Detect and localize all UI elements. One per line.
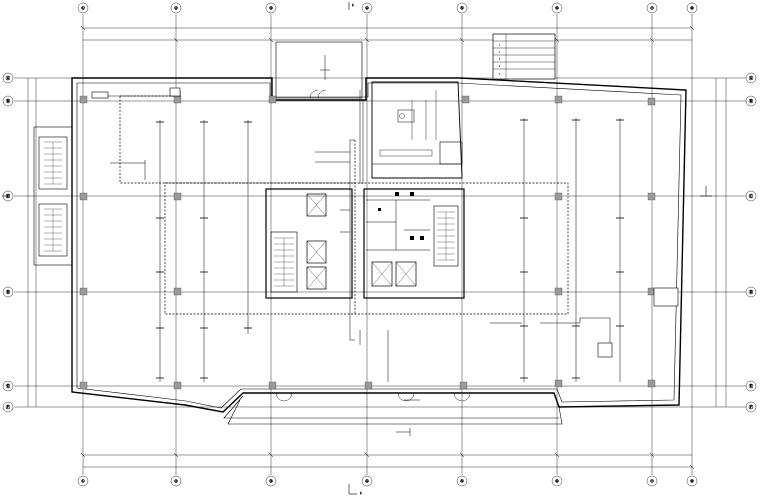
structural-columns bbox=[79, 95, 656, 390]
legend-row: 1 bbox=[499, 43, 501, 47]
legend-row: 4 bbox=[499, 64, 501, 68]
grid-row-label: Ⓔ bbox=[6, 383, 11, 390]
grid-row-label: Ⓑ bbox=[749, 98, 754, 105]
grid-row-label: Ⓕ bbox=[6, 404, 11, 411]
left-exterior-stair bbox=[33, 126, 73, 266]
grid-column-label: ⑧ bbox=[690, 479, 694, 484]
legend-table: 1 2 3 4 5 bbox=[492, 33, 556, 80]
grid-column-8: ⑧ ⑧ bbox=[686, 2, 698, 487]
grid-column-label: ③ bbox=[269, 479, 273, 484]
grid-column-2: ② ② bbox=[170, 2, 182, 487]
legend-number: 1 bbox=[499, 43, 501, 47]
grid-column-label: ③ bbox=[269, 6, 273, 11]
bottom-entrance-doors bbox=[275, 392, 471, 402]
equipment-room bbox=[371, 81, 463, 179]
central-core bbox=[265, 188, 465, 299]
grid-column-label: ⑦ bbox=[650, 479, 654, 484]
grid-column-label: ⑤ bbox=[460, 479, 464, 484]
grid-column-6: ⑥ ⑥ bbox=[551, 2, 563, 487]
grid-column-label: ② bbox=[174, 6, 178, 11]
section-marker-bottom: 1 bbox=[348, 484, 362, 495]
grid-row-label: Ⓐ bbox=[6, 75, 11, 82]
grid-column-label: ④ bbox=[365, 6, 369, 11]
grid-row-label: Ⓕ bbox=[749, 404, 754, 411]
legend-row: 2 bbox=[499, 50, 501, 54]
grid-column-label: ① bbox=[81, 479, 85, 484]
grid-row-label: Ⓓ bbox=[749, 289, 754, 296]
grid-row-f: Ⓕ Ⓕ bbox=[2, 401, 757, 413]
grid-column-4: ④ ④ bbox=[361, 2, 373, 487]
grid-column-1: ① ① bbox=[77, 2, 89, 487]
building-outline bbox=[71, 77, 687, 425]
grid-row-label: Ⓔ bbox=[749, 383, 754, 390]
legend-number: 4 bbox=[499, 64, 501, 68]
grid-column-5: ⑤ ⑤ bbox=[456, 2, 468, 487]
grid-row-d: Ⓓ Ⓓ bbox=[2, 286, 757, 298]
grid-column-label: ⑦ bbox=[650, 6, 654, 11]
section-mark-label: 1 bbox=[360, 491, 362, 495]
grid-row-e: Ⓔ Ⓔ bbox=[2, 380, 757, 392]
row-grid: Ⓐ Ⓐ Ⓑ Ⓑ Ⓒ Ⓒ Ⓓ Ⓓ Ⓔ Ⓔ Ⓕ Ⓕ bbox=[2, 72, 757, 413]
grid-row-b: Ⓑ Ⓑ bbox=[2, 95, 757, 107]
grid-row-c: Ⓒ Ⓒ bbox=[2, 190, 757, 202]
grid-row-label: Ⓑ bbox=[6, 98, 11, 105]
legend-number: 2 bbox=[499, 50, 501, 54]
legend-row: 5 bbox=[499, 72, 501, 76]
column-grid: ① ① ② ② ③ ③ ④ ④ ⑤ ⑤ ⑥ ⑥ ⑦ bbox=[77, 2, 698, 487]
zone-boundaries bbox=[119, 90, 569, 315]
grid-column-label: ② bbox=[174, 479, 178, 484]
grid-column-label: ④ bbox=[365, 479, 369, 484]
section-marker-right bbox=[700, 186, 712, 197]
grid-column-label: ⑥ bbox=[555, 6, 559, 11]
top-entrance-canopy bbox=[275, 41, 363, 99]
legend-row: 3 bbox=[499, 57, 501, 61]
wiring bbox=[95, 55, 678, 436]
grid-column-label: ⑥ bbox=[555, 479, 559, 484]
grid-row-label: Ⓐ bbox=[749, 75, 754, 82]
legend-number: 3 bbox=[499, 57, 501, 61]
grid-column-label: ⑧ bbox=[690, 6, 694, 11]
dimension-lines bbox=[27, 25, 727, 470]
section-marker-top: 1 bbox=[348, 2, 354, 10]
grid-column-label: ⑤ bbox=[460, 6, 464, 11]
distribution-panels bbox=[91, 87, 679, 358]
legend-number: 5 bbox=[499, 72, 501, 76]
grid-row-label: Ⓒ bbox=[749, 193, 754, 200]
grid-column-7: ⑦ ⑦ bbox=[646, 2, 658, 487]
section-mark-label: 1 bbox=[352, 3, 354, 7]
grid-column-label: ① bbox=[81, 6, 85, 11]
grid-row-label: Ⓓ bbox=[6, 289, 11, 296]
